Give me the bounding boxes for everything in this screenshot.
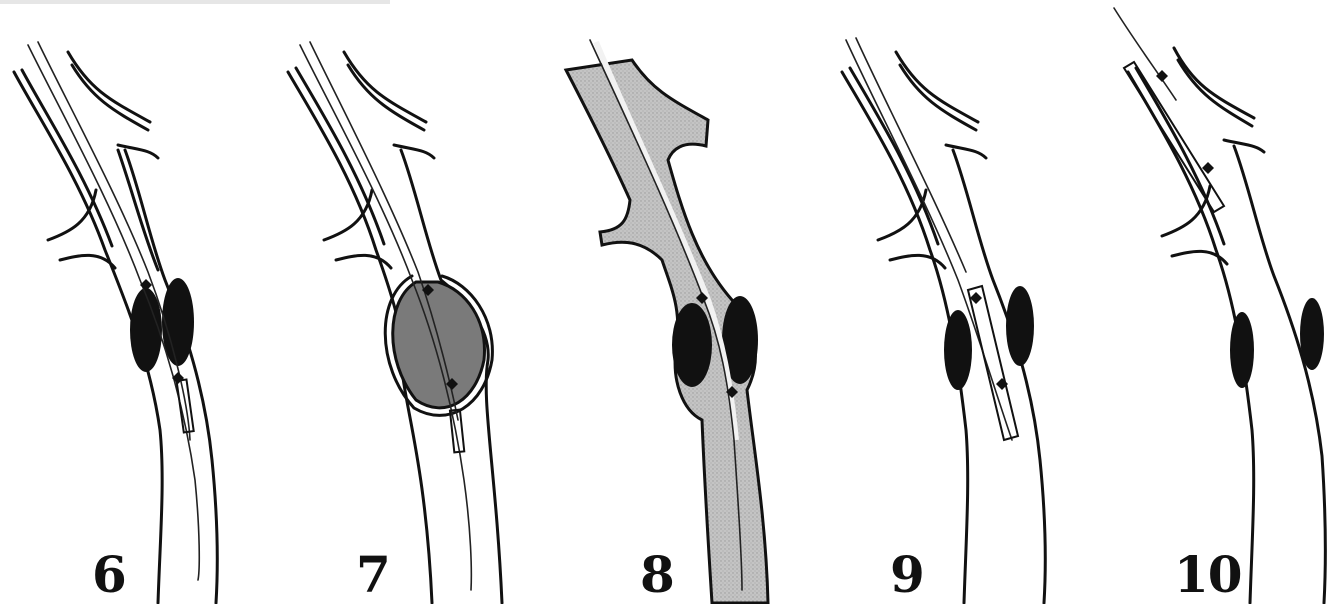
plaque-left: [130, 288, 162, 372]
vessel-wall-right-inner: [118, 150, 158, 270]
marker-upper: [1156, 70, 1168, 82]
plaque-right: [1300, 298, 1324, 370]
step-6-artery-diagram: [0, 0, 266, 603]
step-7-panel: 7: [266, 0, 532, 603]
step-10-artery-diagram: [1064, 0, 1330, 603]
step-7-artery-diagram: [266, 0, 532, 603]
step-8-artery-diagram: [532, 0, 798, 603]
step-9-artery-diagram: [798, 0, 1064, 603]
step-8-panel: 8: [532, 0, 798, 603]
plaque-left: [944, 310, 972, 390]
step-9-panel: 9: [798, 0, 1064, 603]
branch-upper-wall: [344, 52, 426, 122]
branch-upper-wall: [68, 52, 150, 122]
step-6-panel: 6: [0, 0, 266, 603]
step-number: 10: [1174, 550, 1242, 600]
marker-upper: [140, 279, 152, 291]
marker-lower: [172, 372, 184, 384]
step-number: 7: [356, 550, 390, 600]
plaque-right: [1006, 286, 1034, 366]
plaque-left: [1230, 312, 1254, 388]
plaque-left: [672, 303, 712, 387]
branch-lower-left: [48, 190, 96, 240]
branch-upper-wall: [896, 52, 978, 122]
branch-mid-wall: [1224, 140, 1264, 152]
branch-upper-wall: [1174, 48, 1254, 118]
step-10-panel: 10: [1064, 0, 1330, 603]
balloon: [393, 282, 485, 408]
step-number: 9: [890, 550, 924, 600]
step-number: 8: [640, 550, 674, 600]
step-number: 6: [92, 550, 126, 600]
